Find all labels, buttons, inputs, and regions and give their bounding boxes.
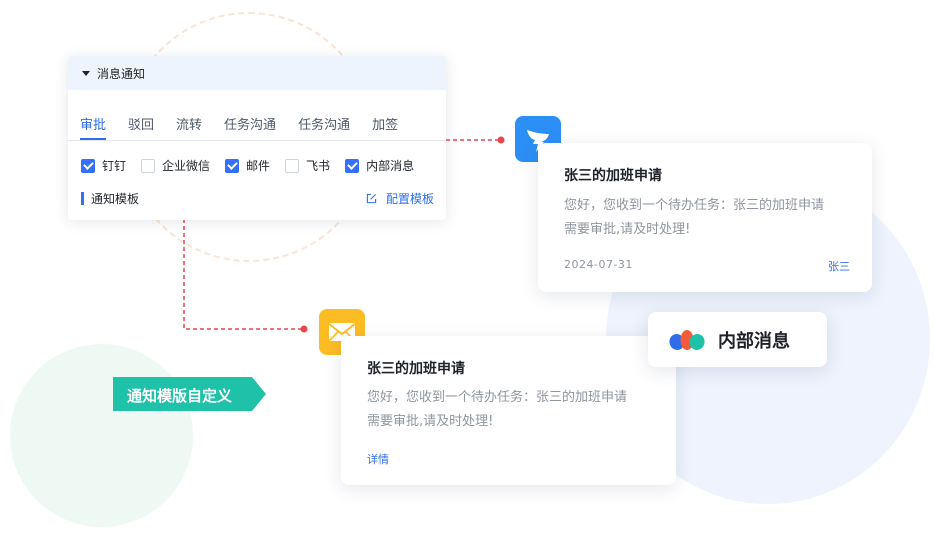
panel-title: 消息通知 — [97, 66, 146, 81]
internal-message-label: 内部消息 — [718, 330, 790, 352]
channel-label: 邮件 — [246, 159, 271, 173]
channel-label: 钉钉 — [102, 159, 127, 173]
internal-message-badge: 内部消息 — [648, 312, 827, 367]
checkbox-unchecked[interactable] — [141, 158, 156, 173]
tab-approve[interactable]: 审批 — [80, 114, 107, 140]
config-template-link[interactable]: 配置模板 — [366, 190, 434, 207]
tab-task-communication-2[interactable]: 任务沟通 — [298, 118, 351, 133]
card-body-line-1: 您好，您收到一个待办任务：张三的加班申请 — [564, 198, 825, 213]
internal-message-logo-icon — [669, 329, 705, 350]
card-body-line-2: 需要审批,请及时处理! — [367, 414, 494, 429]
card-user-link[interactable]: 张三 — [828, 260, 850, 273]
panel-header[interactable]: 消息通知 — [68, 56, 446, 90]
tab-bar: 审批 驳回 流转 任务沟通 任务沟通 加签 — [80, 114, 420, 140]
channel-label: 内部消息 — [366, 159, 415, 173]
card-title: 张三的加班申请 — [564, 168, 662, 184]
tag-shape — [113, 377, 266, 411]
card-title: 张三的加班申请 — [367, 361, 465, 377]
tab-transfer[interactable]: 流转 — [176, 118, 203, 133]
edit-icon — [366, 193, 377, 204]
mail-message-card[interactable]: 张三的加班申请 您好，您收到一个待办任务：张三的加班申请 需要审批,请及时处理!… — [341, 336, 676, 485]
dingtalk-message-card[interactable]: 张三的加班申请 您好，您收到一个待办任务：张三的加班申请 需要审批,请及时处理!… — [538, 143, 872, 292]
section-marker — [81, 192, 84, 205]
channel-email[interactable]: 邮件 — [225, 157, 270, 174]
channel-dingtalk[interactable]: 钉钉 — [81, 157, 126, 174]
checkbox-unchecked[interactable] — [285, 158, 300, 173]
channel-checkboxes: 钉钉 企业微信 邮件 飞书 内部消息 — [81, 157, 429, 174]
checkbox-checked[interactable] — [345, 158, 360, 173]
channel-label: 企业微信 — [162, 159, 211, 173]
template-label-text: 通知模板 — [91, 192, 140, 206]
tag-label: 通知模版自定义 — [127, 387, 233, 405]
card-date: 2024-07-31 — [564, 258, 633, 271]
tab-task-communication[interactable]: 任务沟通 — [224, 118, 277, 133]
checkbox-checked[interactable] — [81, 158, 95, 173]
caret-down-icon[interactable] — [82, 70, 90, 76]
detail-link[interactable]: 详情 — [367, 453, 389, 466]
template-row: 通知模板 配置模板 — [81, 190, 434, 207]
config-template-label: 配置模板 — [385, 192, 434, 206]
channel-feishu[interactable]: 飞书 — [285, 157, 330, 174]
template-label: 通知模板 — [81, 190, 139, 207]
bg-circle-green — [10, 344, 193, 527]
template-custom-tag: 通知模版自定义 — [113, 377, 266, 411]
notification-panel: 消息通知 审批 驳回 流转 任务沟通 任务沟通 加签 钉钉 企业微信 邮件 飞书… — [68, 56, 446, 220]
tab-add-signer[interactable]: 加签 — [372, 118, 399, 133]
tab-reject[interactable]: 驳回 — [128, 118, 155, 133]
channel-wecom[interactable]: 企业微信 — [141, 157, 210, 174]
tabs-divider — [68, 140, 446, 141]
checkbox-checked[interactable] — [225, 158, 240, 173]
channel-internal[interactable]: 内部消息 — [345, 157, 414, 174]
channel-label: 飞书 — [306, 159, 331, 173]
card-body-line-2: 需要审批,请及时处理! — [564, 222, 691, 237]
card-body-line-1: 您好，您收到一个待办任务：张三的加班申请 — [367, 390, 628, 405]
